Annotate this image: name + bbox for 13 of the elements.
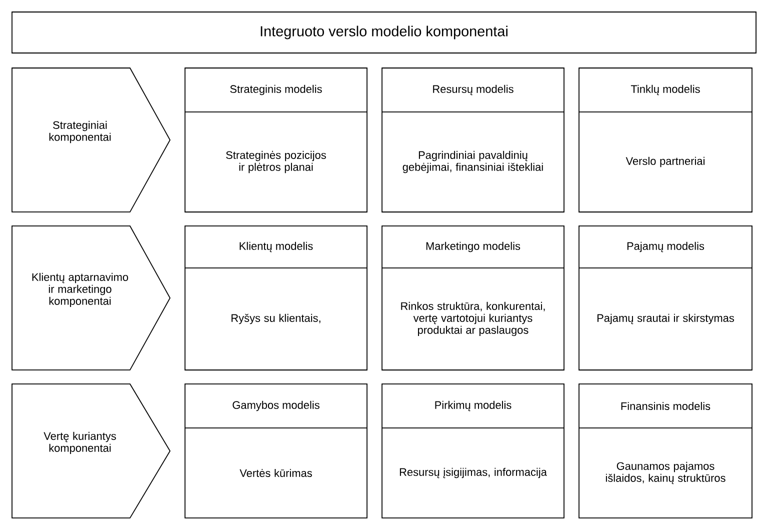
model-table: Klientų modelis Ryšys su klientais, [184,226,368,370]
model-table: Marketingo modelis Rinkos struktūra, konkurentai, vertę vartotojui kuriantys produktai ar paslaugos [382,226,564,370]
model-table: Pirkimų modelis Resursų įsigijimas, informacija [382,384,564,518]
model-table: Pajamų modelis Pajamų srautai ir skirstymas [578,226,752,370]
model-table: Resursų modelis Pagrindiniai pavaldinių gebėjimai, finansiniai ištekliai [382,68,564,212]
chevron-box: Vertę kuriantys komponentai [12,384,171,518]
model-table: Tinklų modelis Verslo partneriai [578,68,752,212]
title-box: Integruoto verslo modelio komponentai [12,12,756,54]
chevron-box: Klientų aptarnavimo ir marketingo komponentai [12,226,171,370]
model-table: Strateginis modelis Strateginės pozicijos ir plėtros planai [184,68,368,212]
chevron-box: Strateginiai komponentai [12,68,171,212]
model-table: Gamybos modelis Vertės kūrimas [184,384,368,518]
model-table: Finansinis modelis Gaunamos pajamos išlaidos, kainų struktūros [578,384,752,518]
